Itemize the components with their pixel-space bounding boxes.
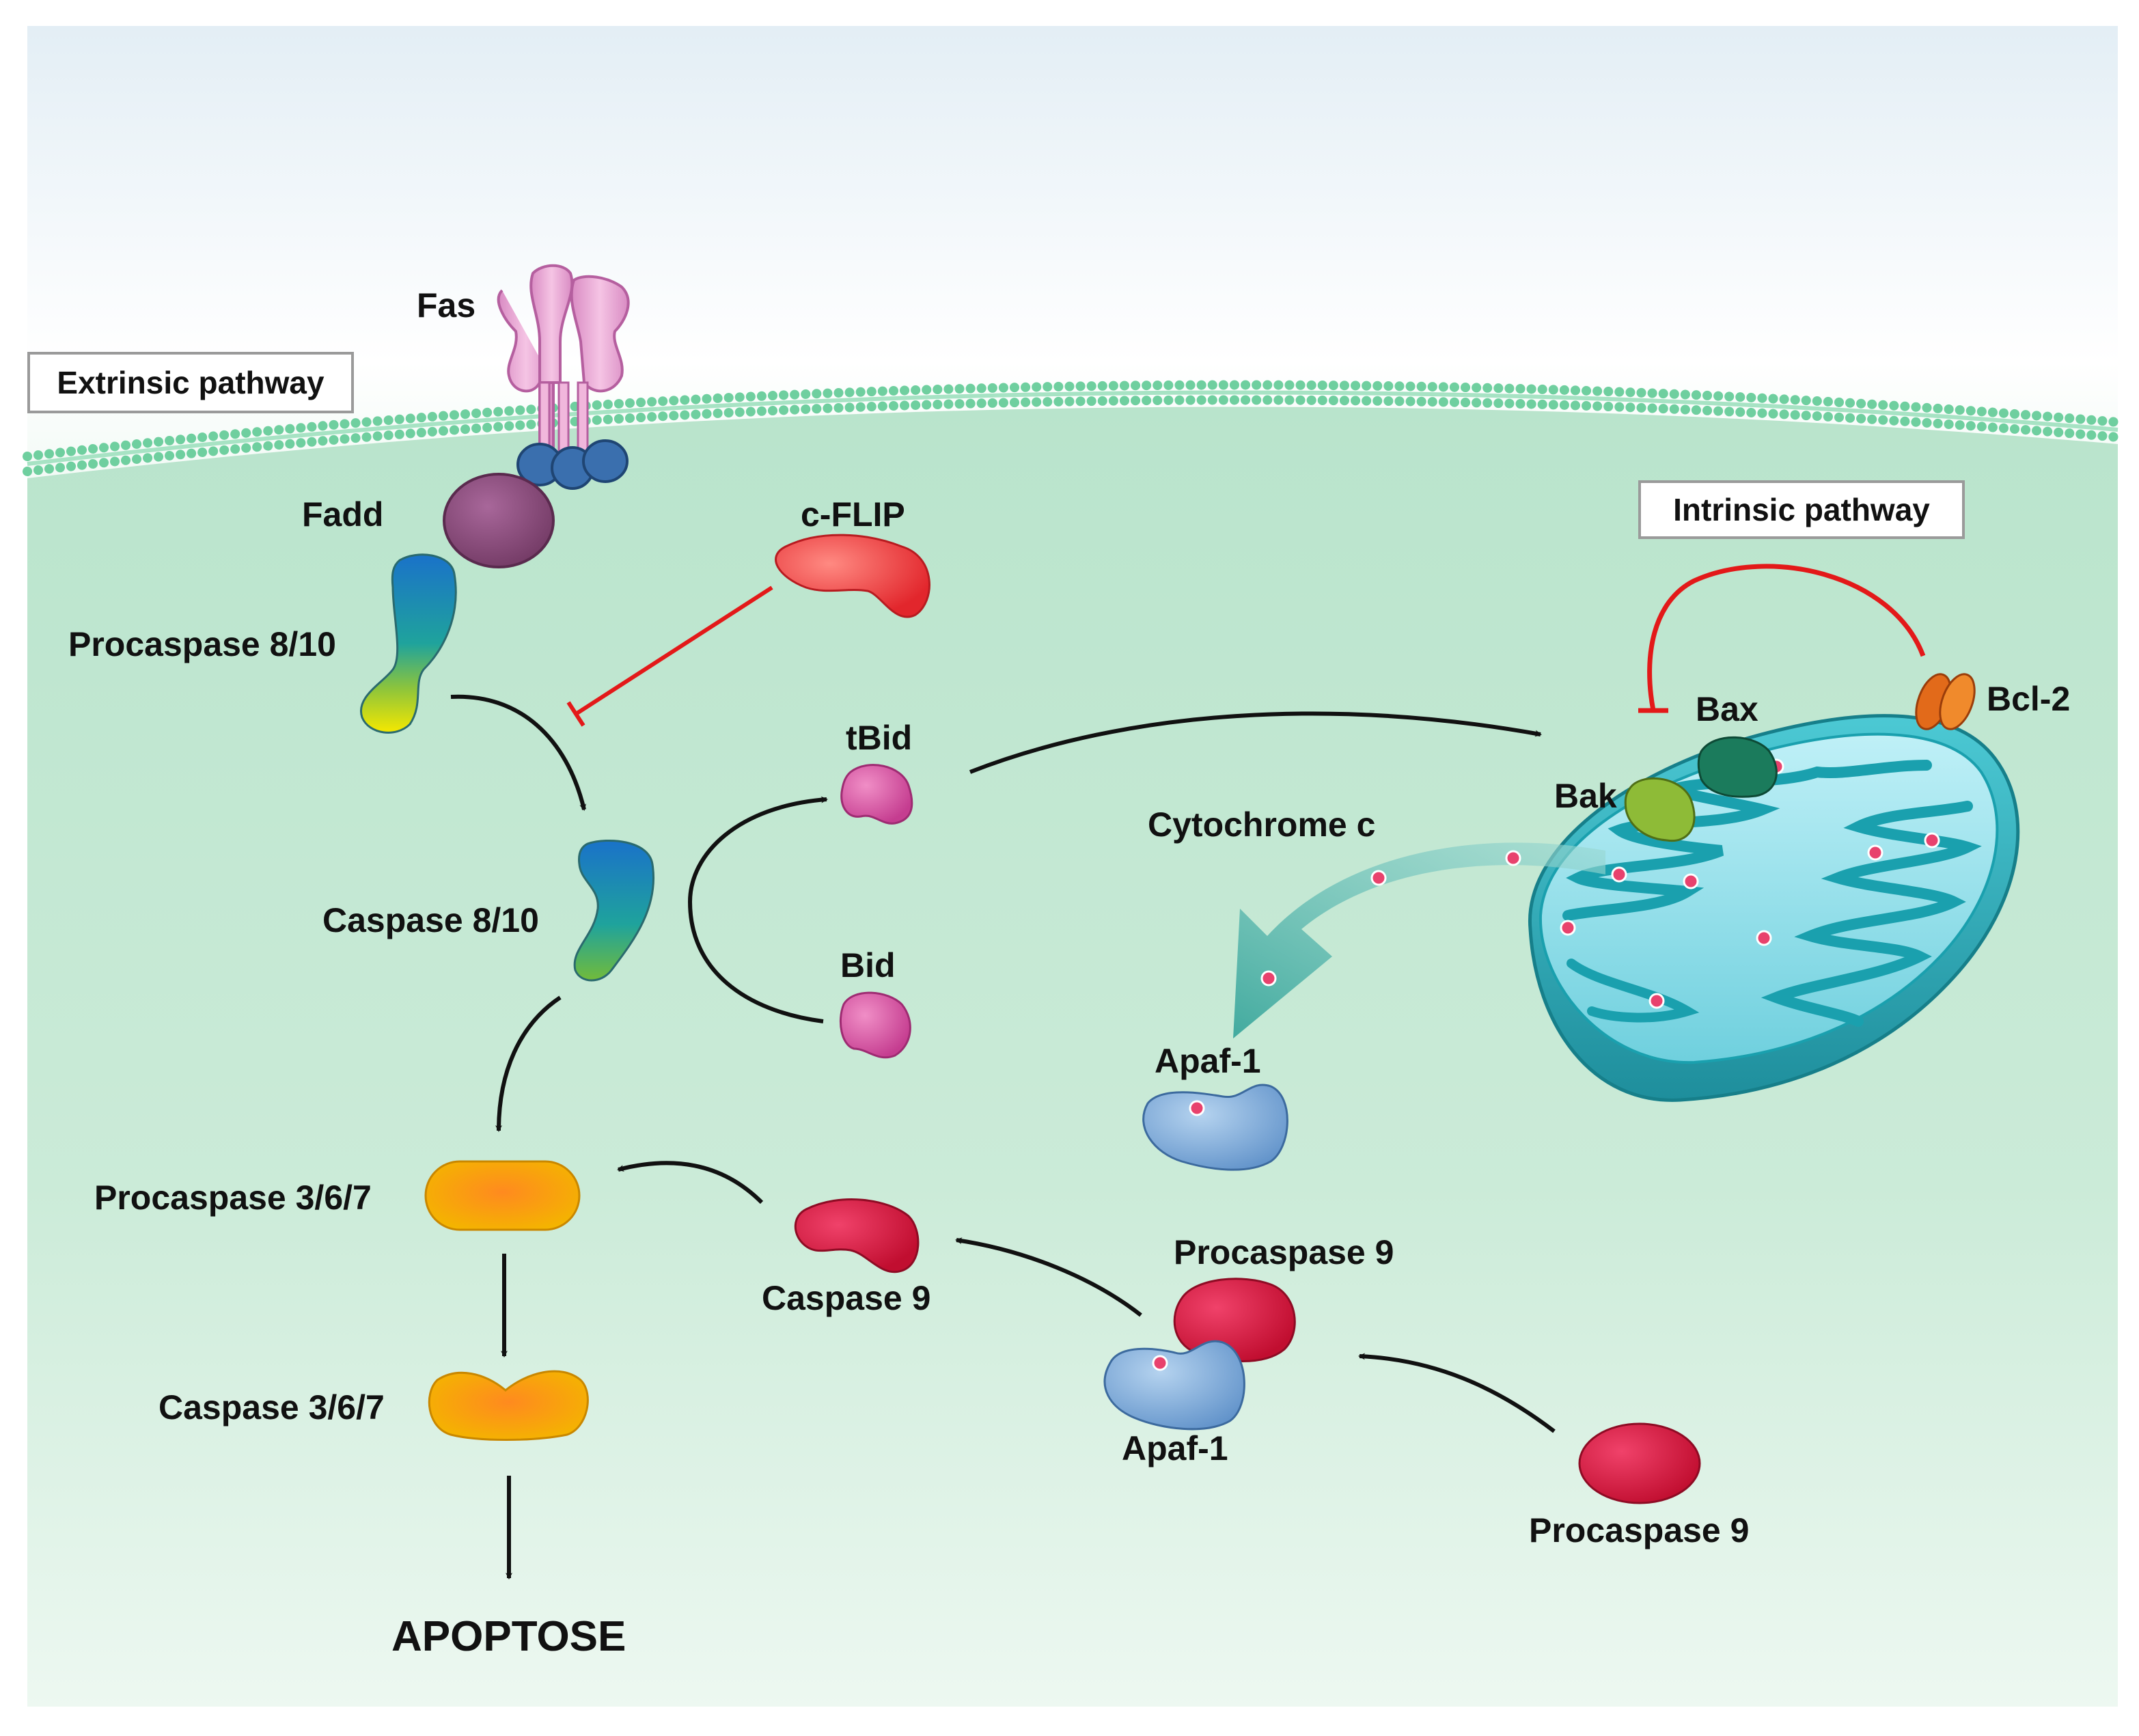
arrow-activation-caspase-8 (450, 694, 587, 811)
arrow-caspase8-to-procaspase3 (495, 995, 562, 1132)
procaspase-8-10-protein (359, 553, 457, 734)
fas-receptor (497, 264, 630, 490)
cytochrome-c-dot (1505, 850, 1521, 866)
arrow-apoptosome-to-caspase9 (955, 1237, 1142, 1317)
caspase-8-10-label: Caspase 8/10 (322, 901, 539, 939)
bak-protein (1624, 777, 1696, 842)
procaspase-8-10-label: Procaspase 8/10 (68, 625, 336, 663)
bcl2-inhibition-arc (1647, 564, 1926, 711)
c-flip-protein (775, 534, 930, 618)
apaf-1-label-bottom: Apaf-1 (1122, 1429, 1228, 1468)
apoptosome-complex (1103, 1278, 1296, 1431)
bid-label: Bid (840, 946, 896, 984)
procaspase-3-6-7-label: Procaspase 3/6/7 (94, 1179, 372, 1217)
membrane-inner (23, 395, 2123, 476)
c-flip-inhibition-line (575, 585, 773, 716)
procaspase-9-label-complex: Procaspase 9 (1174, 1233, 1394, 1271)
procaspase-9-protein-free (1578, 1422, 1701, 1504)
bax-protein (1697, 736, 1778, 798)
c-flip-inhibition-bar (566, 701, 585, 727)
membrane-core (27, 390, 2119, 466)
tbid-protein (840, 764, 913, 825)
bid-protein (839, 991, 911, 1059)
bcl2-label: Bcl-2 (1987, 680, 2071, 718)
apaf-1-protein (1142, 1084, 1288, 1171)
tbid-label: tBid (846, 719, 913, 757)
arrow-bid-to-tbid (687, 796, 828, 1023)
arrow-caspase9-to-procaspase3 (617, 1161, 764, 1204)
apaf-1-label-top: Apaf-1 (1155, 1042, 1261, 1080)
caspase-3-6-7-protein (428, 1370, 589, 1441)
caspase-9-protein (794, 1198, 920, 1273)
procaspase-9-label-free: Procaspase 9 (1529, 1511, 1750, 1549)
arrow-tbid-to-mitochondrion (969, 711, 1542, 774)
cytochrome-c-dot (1189, 1100, 1205, 1116)
bax-label: Bax (1696, 690, 1758, 728)
cytochrome-c-dot (1152, 1355, 1168, 1371)
c-flip-label: c-FLIP (801, 495, 905, 534)
cytochrome-c-dot (1370, 870, 1387, 886)
extrinsic-pathway-box: Extrinsic pathway (27, 352, 354, 413)
cytochrome-c-dot (1260, 970, 1277, 987)
caspase-8-10-protein (573, 840, 654, 982)
fadd-label: Fadd (302, 495, 384, 534)
bak-label: Bak (1554, 777, 1617, 815)
membrane-outer (23, 380, 2123, 461)
arrow-procaspase9-to-apoptosome (1358, 1353, 1556, 1433)
cytochrome-c-label: Cytochrome c (1148, 805, 1376, 844)
intrinsic-pathway-box: Intrinsic pathway (1638, 480, 1965, 539)
cytochrome-c-dots (1560, 758, 1940, 1009)
procaspase-9-protein-bound (1173, 1278, 1296, 1362)
apoptose-label: APOPTOSE (391, 1613, 626, 1660)
cytochrome-c-release-arrow (1233, 842, 1605, 1038)
caspase-3-6-7-label: Caspase 3/6/7 (158, 1388, 385, 1427)
apaf-1-protein-bound (1103, 1340, 1245, 1431)
fas-label: Fas (417, 286, 476, 325)
procaspase-3-6-7-protein (424, 1160, 581, 1231)
caspase-9-label: Caspase 9 (762, 1279, 931, 1317)
bcl2-protein (1915, 673, 1976, 730)
fadd-protein (443, 473, 555, 568)
